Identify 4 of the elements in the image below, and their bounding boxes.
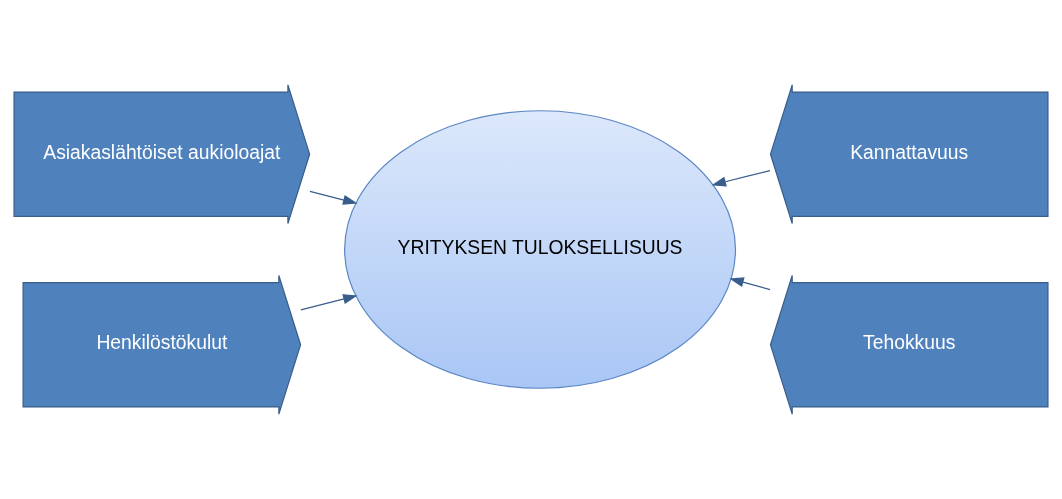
arrow <box>309 190 358 205</box>
arrow <box>300 294 358 311</box>
arrow <box>729 277 771 291</box>
arrow <box>711 170 771 187</box>
